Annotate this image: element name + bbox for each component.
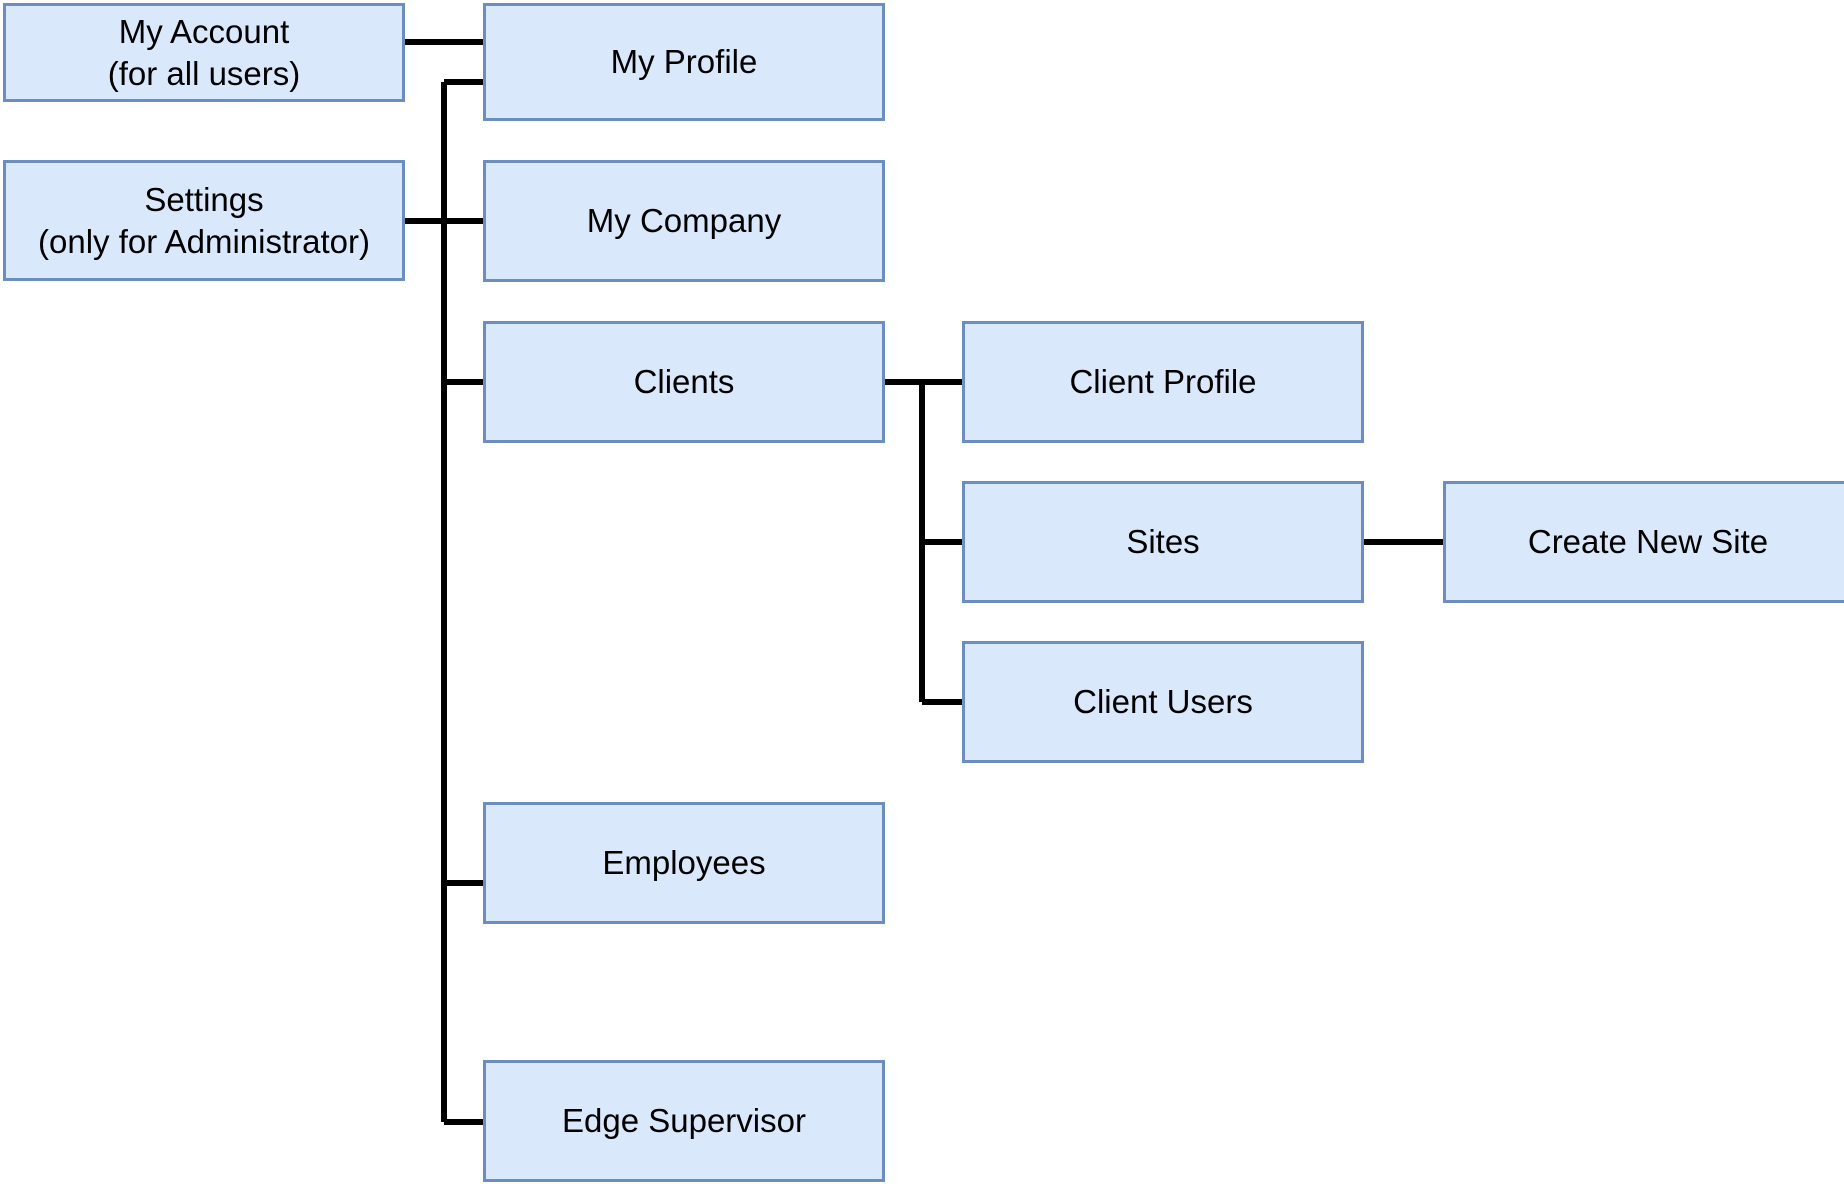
node-employees[interactable]: Employees <box>483 802 885 924</box>
node-edge-supervisor[interactable]: Edge Supervisor <box>483 1060 885 1182</box>
node-create-new-site[interactable]: Create New Site <box>1443 481 1844 603</box>
node-my-company[interactable]: My Company <box>483 160 885 282</box>
node-my-account[interactable]: My Account (for all users) <box>3 3 405 102</box>
node-sites[interactable]: Sites <box>962 481 1364 603</box>
node-client-users[interactable]: Client Users <box>962 641 1364 763</box>
node-clients[interactable]: Clients <box>483 321 885 443</box>
node-settings[interactable]: Settings (only for Administrator) <box>3 160 405 281</box>
node-my-profile[interactable]: My Profile <box>483 3 885 121</box>
node-client-profile[interactable]: Client Profile <box>962 321 1364 443</box>
